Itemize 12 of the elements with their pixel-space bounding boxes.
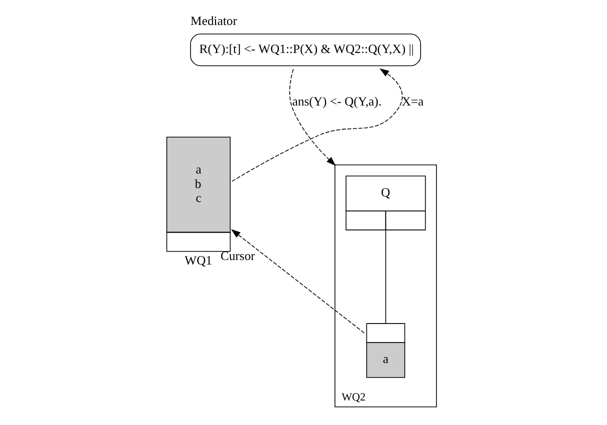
arrow bbox=[288, 68, 336, 166]
edge-label: ans(Y) <- Q(Y,a). bbox=[292, 94, 382, 108]
arrow bbox=[231, 68, 402, 182]
node-label: WQ2 bbox=[341, 392, 366, 404]
cluster bbox=[334, 164, 436, 408]
edge-label: Cursor bbox=[220, 249, 255, 264]
node-box: R(Y):[t] <- WQ1::P(X) & WQ2::Q(Y,X) || bbox=[190, 34, 421, 66]
node-label: WQ1 bbox=[184, 254, 212, 268]
edge-label: X=a bbox=[401, 94, 424, 108]
connector bbox=[384, 230, 386, 324]
arrow bbox=[230, 229, 364, 334]
node-label: Mediator bbox=[190, 14, 237, 28]
